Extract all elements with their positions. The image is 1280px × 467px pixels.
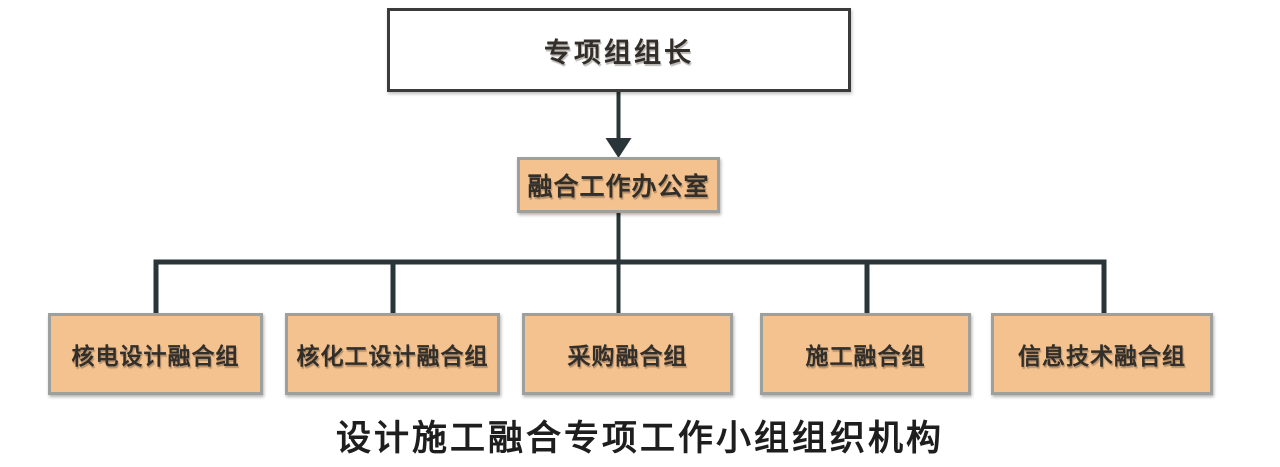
org-box-group-label: 核电设计融合组	[71, 344, 240, 369]
org-box-group-label: 施工融合组	[805, 344, 926, 369]
org-box-leader-label: 专项组组长	[544, 37, 694, 68]
org-box-group-label: 核化工设计融合组	[296, 344, 489, 369]
org-box-group-label: 采购融合组	[567, 344, 688, 369]
diagram-title: 设计施工融合专项工作小组组织机构	[335, 419, 944, 458]
org-box-group-information-technology: 信息技术融合组	[991, 313, 1213, 395]
org-box-office: 融合工作办公室	[517, 157, 720, 213]
org-box-group-nuclear-chemical-design: 核化工设计融合组	[285, 313, 500, 395]
org-box-leader: 专项组组长	[387, 8, 851, 92]
org-box-group-procurement: 采购融合组	[522, 313, 733, 395]
org-box-office-label: 融合工作办公室	[527, 174, 710, 201]
org-box-group-nuclear-power-design: 核电设计融合组	[48, 313, 263, 395]
org-box-group-construction: 施工融合组	[760, 313, 971, 395]
org-box-group-label: 信息技术融合组	[1018, 344, 1186, 369]
arrowhead-down-icon	[605, 138, 632, 158]
